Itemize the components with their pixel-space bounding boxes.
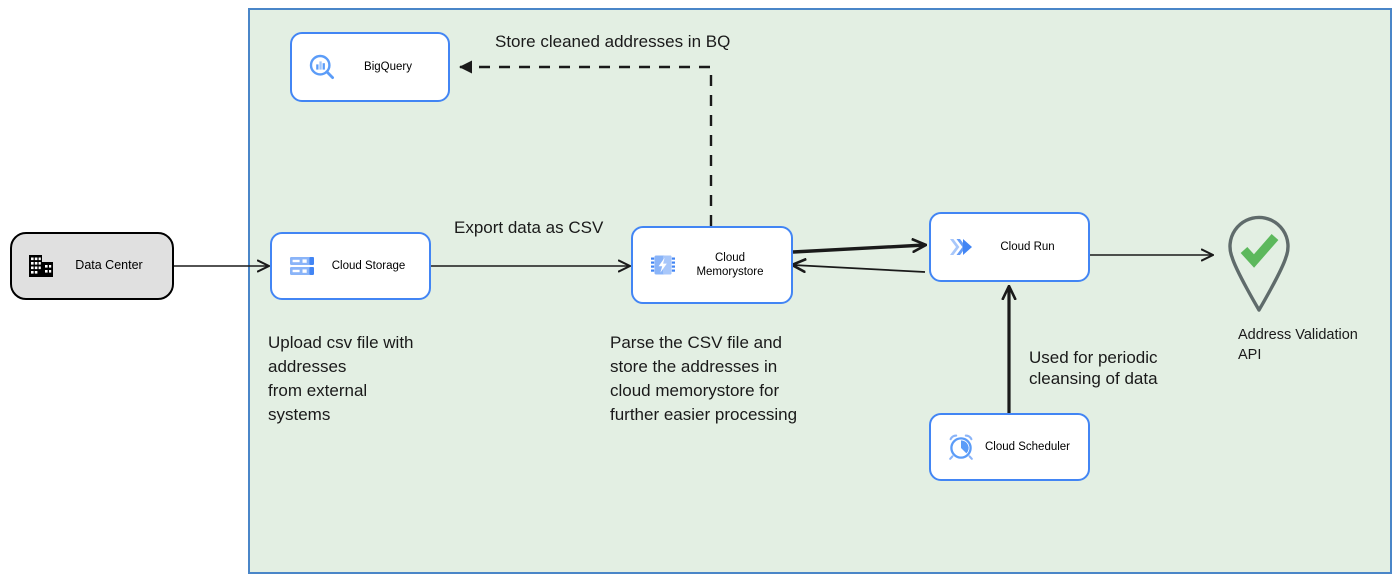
node-label-cloud-run: Cloud Run (1000, 240, 1055, 253)
note-upload-line1: Upload csv file with (268, 333, 414, 352)
node-label-cloud-memorystore: Cloud Memorystore (677, 251, 791, 279)
edge-label-export-data-as-csv: Export data as CSV (454, 218, 604, 237)
periodic-cleansing-line1: Used for periodic (1029, 348, 1158, 367)
address-validation-api-label: Address Validation API (1238, 326, 1388, 365)
node-cloud-memorystore[interactable]: Cloud Memorystore (631, 226, 793, 304)
node-label-bigquery: BigQuery (364, 60, 412, 73)
memorystore-label-line2: Memorystore (696, 266, 764, 278)
api-label-line2: API (1238, 346, 1262, 363)
edge-label-periodic-cleansing: Used for periodic cleansing of data (1029, 347, 1158, 390)
node-data-center[interactable]: Data Center (10, 232, 174, 300)
note-parse-line2: store the addresses in (610, 357, 778, 377)
node-cloud-scheduler[interactable]: Cloud Scheduler (929, 413, 1090, 481)
cloud-scheduler-icon (947, 433, 975, 461)
cloud-run-icon (947, 233, 975, 261)
edge-memorystore-to-bigquery (459, 60, 713, 226)
note-parse-line1: Parse the CSV file and (610, 333, 782, 352)
bigquery-icon (308, 53, 336, 81)
node-cloud-run[interactable]: Cloud Run (929, 212, 1090, 282)
map-pin-check-icon (1228, 215, 1290, 312)
note-upload-csv: Upload csv file with addresses from exte… (268, 331, 568, 428)
note-upload-line2: addresses (268, 357, 347, 377)
node-cloud-storage[interactable]: Cloud Storage (270, 232, 431, 300)
node-address-validation-api[interactable] (1216, 205, 1302, 315)
note-parse-csv: Parse the CSV file and store the address… (610, 331, 940, 428)
note-parse-line3: cloud memorystore for (610, 381, 780, 401)
edge-cloudrun-to-memorystore (793, 265, 926, 272)
office-building-icon (28, 253, 54, 279)
edge-memorystore-to-cloudrun (792, 245, 925, 254)
note-upload-line4: systems (268, 405, 331, 425)
node-label-cloud-storage: Cloud Storage (331, 259, 406, 272)
memorystore-icon (649, 251, 677, 279)
note-parse-line4: further easier processing (610, 405, 798, 425)
memorystore-label-line1: Cloud (714, 251, 746, 264)
node-bigquery[interactable]: BigQuery (290, 32, 450, 102)
note-upload-line3: from external (268, 381, 368, 401)
api-label-line1: Address Validation (1238, 327, 1358, 343)
node-label-data-center: Data Center (75, 258, 143, 273)
cloud-storage-icon (288, 252, 316, 280)
google-cloud-zone (248, 8, 1392, 574)
node-label-cloud-scheduler: Cloud Scheduler (984, 440, 1071, 453)
edge-label-store-cleaned-addresses: Store cleaned addresses in BQ (495, 32, 731, 51)
periodic-cleansing-line2: cleansing of data (1029, 369, 1158, 389)
